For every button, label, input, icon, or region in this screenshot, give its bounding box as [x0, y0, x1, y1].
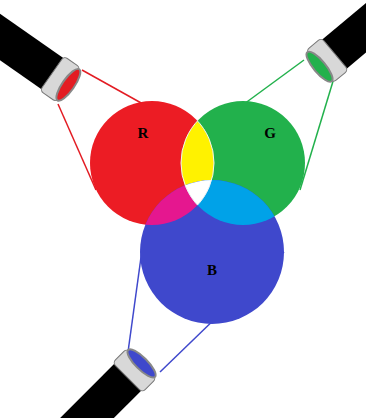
magenta-overlap: [140, 180, 284, 324]
circle-label: R: [138, 126, 149, 141]
white-overlap-group: [140, 180, 284, 324]
blue-beam-line: [128, 250, 142, 352]
red-beam-line: [58, 104, 96, 190]
overlap-outlines: [90, 101, 305, 225]
yellow-overlap: [181, 101, 305, 225]
circle-label: B: [207, 263, 217, 278]
red-lens: [53, 66, 85, 104]
light-circle: [140, 180, 284, 324]
overlap-outline: [181, 101, 305, 225]
red-flashlight: [0, 0, 85, 105]
beam-lines: [58, 60, 334, 372]
green-flashlight: [301, 0, 366, 87]
circle-label: G: [264, 126, 276, 141]
blue-lens: [124, 346, 159, 381]
blue-flashlight: [29, 344, 161, 418]
color-circle: B: [140, 180, 284, 324]
green-beam-line: [300, 78, 334, 190]
circle-outline: [140, 180, 284, 324]
white-overlap: [140, 180, 284, 324]
green-lens: [303, 48, 337, 85]
cyan-overlap: [140, 180, 284, 324]
overlap-outline: [90, 101, 214, 225]
